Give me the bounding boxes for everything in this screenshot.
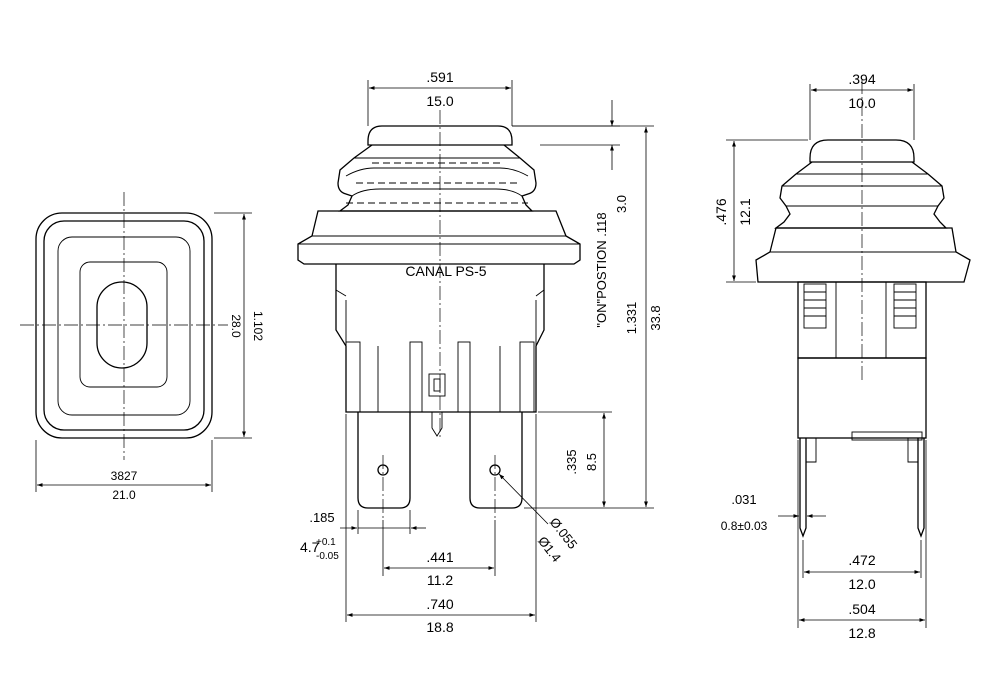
front-view-terminal-spacing-mm: 11.2 — [427, 572, 453, 588]
side-view-flange — [755, 227, 971, 283]
side-view-pin-spacing-in: .472 — [848, 552, 875, 568]
front-view-contact-tab-right — [519, 341, 535, 413]
front-view-terminal-width-tol-minus: -0.05 — [316, 551, 339, 562]
side-view-pin-thickness-in: .031 — [731, 492, 756, 507]
front-view-plunger — [428, 373, 446, 397]
top-view-height-mm: 28.0 — [229, 314, 243, 338]
front-view-rubber-boot — [337, 144, 537, 212]
side-view-overall-width-in: .504 — [848, 601, 875, 617]
front-view-terminal-width-mm: 4.7 — [300, 539, 320, 555]
front-view-contact-tab-left — [345, 341, 361, 413]
front-view-body — [335, 264, 545, 413]
front-view-terminal-left — [357, 412, 411, 509]
side-view-fins-right — [893, 283, 917, 329]
front-view-height-mm: 33.8 — [648, 305, 663, 330]
front-view-height-in: 1.331 — [624, 302, 639, 335]
front-view-overall-width-mm: 18.8 — [426, 619, 453, 635]
side-view-button-cap — [809, 139, 915, 163]
front-view-terminal-length-in: .335 — [564, 449, 579, 474]
top-view-inner-ring — [79, 261, 168, 388]
side-view-overall-width-mm: 12.8 — [848, 625, 875, 641]
front-view-on-position-mm: 3.0 — [614, 195, 629, 213]
front-view: CANAL PS-5 .591 15.0 "ON"POSTION .118 — [297, 69, 663, 635]
front-view-contact-tab-right-inner — [457, 341, 471, 413]
top-view-height-in: 1.102 — [251, 311, 265, 341]
front-view-hole-leader — [498, 473, 549, 525]
side-view: .394 10.0 .476 12.1 .031 0.8±0.03 .472 1… — [713, 71, 971, 641]
front-view-terminal-width-tol-plus: +0.1 — [316, 537, 336, 548]
side-view-pin-spacing-mm: 12.0 — [848, 576, 875, 592]
front-view-terminal-right — [469, 412, 523, 509]
top-view-width-in: 3827 — [111, 469, 138, 483]
side-view-cap-width-mm: 10.0 — [848, 95, 875, 111]
side-view-boot-height-in: .476 — [713, 198, 729, 225]
front-view-overall-width-in: .740 — [426, 596, 453, 612]
side-view-cap-width-in: .394 — [848, 71, 875, 87]
front-view-cap-width-mm: 15.0 — [426, 93, 453, 109]
side-view-fins-left — [803, 283, 827, 329]
front-view-flange — [297, 210, 581, 265]
side-view-boot-height-mm: 12.1 — [737, 198, 753, 225]
top-view: 28.0 1.102 3827 21.0 — [20, 192, 265, 502]
front-view-model-label: CANAL PS-5 — [405, 263, 486, 279]
side-view-rubber-boot — [774, 161, 948, 229]
front-view-terminal-length-mm: 8.5 — [584, 453, 599, 471]
front-view-terminal-spacing-in: .441 — [426, 549, 453, 565]
top-view-width-mm: 21.0 — [112, 488, 136, 502]
front-view-on-position-in: "ON"POSTION .118 — [594, 212, 609, 327]
front-view-contact-tab-left-inner — [409, 341, 423, 413]
side-view-pin-thickness-mm: 0.8±0.03 — [721, 519, 768, 533]
front-view-terminal-width-in: .185 — [309, 510, 334, 525]
side-view-pin-right — [917, 438, 925, 538]
side-view-pin-left — [799, 438, 807, 538]
front-view-cap-width-in: .591 — [426, 69, 453, 85]
